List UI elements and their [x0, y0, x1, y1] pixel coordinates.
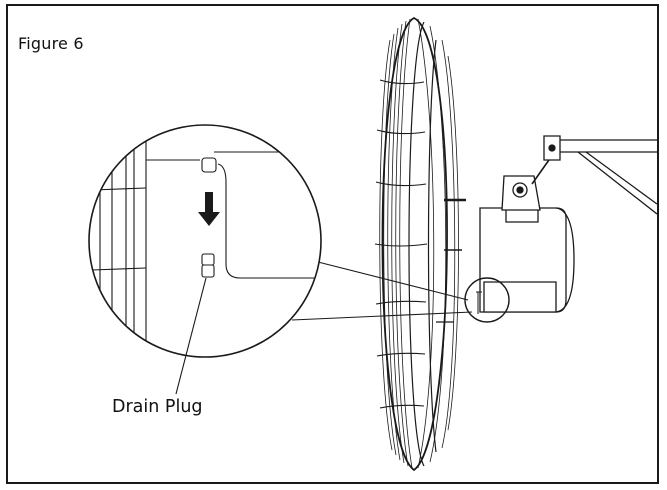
drain-plug-label: Drain Plug [112, 397, 203, 417]
figure-frame [6, 4, 659, 484]
down-arrow-icon [198, 192, 220, 226]
tire [374, 16, 466, 472]
callout-leader-lines [291, 261, 473, 321]
magnifier-detail [88, 124, 322, 395]
figure-label: Figure 6 [18, 34, 84, 53]
hub-assembly [464, 135, 657, 323]
drain-plug-pointer [175, 277, 207, 395]
